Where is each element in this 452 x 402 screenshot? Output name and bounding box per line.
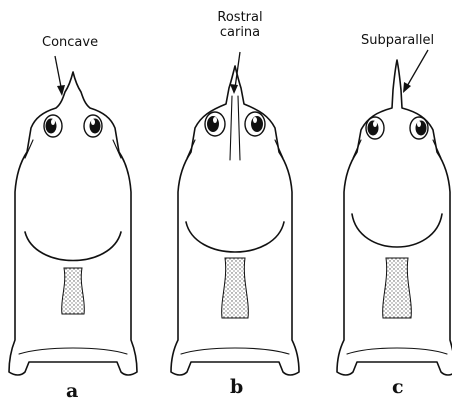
- arrow-subparallel: [403, 50, 428, 93]
- label-rostral-carina: Rostral carina: [196, 10, 284, 40]
- arrow-concave: [55, 56, 65, 96]
- carapace-a: [9, 72, 137, 375]
- panel-label-b: b: [230, 376, 243, 398]
- label-rostral-line1: Rostral: [196, 10, 284, 25]
- label-rostral-line2: carina: [196, 25, 284, 40]
- carapace-c: [337, 60, 452, 375]
- carapace-b: [171, 66, 299, 375]
- panel-label-a: a: [66, 380, 78, 402]
- arrow-rostral-carina: [230, 52, 240, 94]
- panel-label-c: c: [392, 376, 404, 398]
- label-subparallel: Subparallel: [361, 33, 434, 48]
- label-concave: Concave: [42, 35, 98, 50]
